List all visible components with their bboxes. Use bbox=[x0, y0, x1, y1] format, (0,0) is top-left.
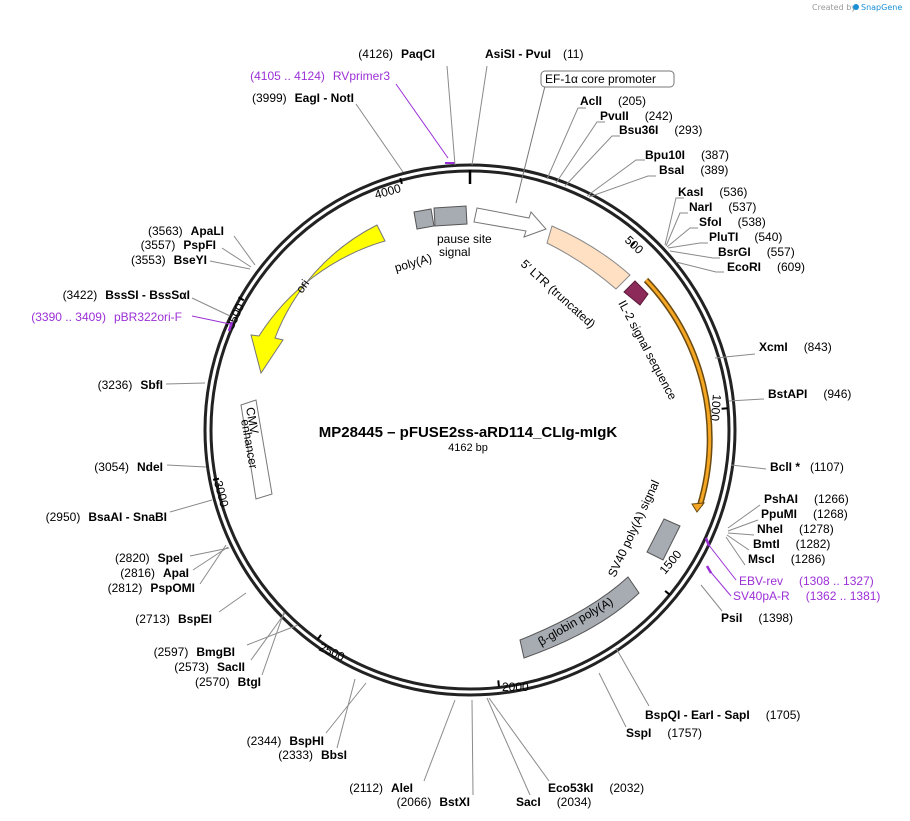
primer-label-sv40pa-r: SV40pA-R(1362 .. 1381) bbox=[733, 589, 880, 603]
enzyme-label-bstapi: BstAPI(946) bbox=[768, 387, 851, 401]
enzyme-label-asisi-pvui: AsiSI - PvuI(11) bbox=[485, 47, 583, 61]
enzyme-label-sacii: (2573)SacII bbox=[174, 660, 245, 674]
enzyme-label-sbfi: (3236)SbfI bbox=[98, 378, 163, 392]
tick-mark bbox=[399, 177, 403, 185]
enzyme-label-bmgbi: (2597)BmgBI bbox=[154, 645, 235, 659]
enzyme-label-bbsi: (2333)BbsI bbox=[278, 748, 347, 762]
primer-labels: (4105 .. 4124)RVprimer3 (3390 .. 3409)pB… bbox=[31, 69, 880, 603]
enzyme-label-sspi: SspI(1757) bbox=[626, 726, 702, 740]
enzyme-label-msci: MscI(1286) bbox=[748, 552, 825, 566]
enzyme-label-eagi-noti: (3999)EagI - NotI bbox=[252, 91, 354, 105]
enzyme-label-eco53ki: Eco53kI(2032) bbox=[548, 781, 644, 795]
enzyme-leader-lines bbox=[165, 65, 767, 796]
tick-2500: 2500 bbox=[317, 640, 347, 664]
feature-pause-site[interactable] bbox=[433, 205, 468, 227]
tick-1000: 1000 bbox=[708, 394, 724, 422]
pause-label-line1: pause site bbox=[437, 232, 492, 246]
enzyme-label-xcmi: XcmI(843) bbox=[759, 340, 832, 354]
enzyme-label-nari: NarI(537) bbox=[689, 200, 756, 214]
enzyme-label-bstxi: (2066)BstXI bbox=[397, 795, 470, 809]
enzyme-label-acli: AclI(205) bbox=[580, 94, 646, 108]
features: EF-1α core promoter 5′ LTR (truncated) I… bbox=[238, 70, 713, 659]
enzyme-label-ecori: EcoRI(609) bbox=[727, 260, 805, 274]
ltr-label: 5′ LTR (truncated) bbox=[518, 257, 598, 331]
feature-ori[interactable] bbox=[250, 224, 386, 375]
primer-mark-pbr322ori-f bbox=[227, 321, 234, 332]
enzyme-label-ndei: (3054)NdeI bbox=[94, 460, 163, 474]
enzyme-label-bsphi: (2344)BspHI bbox=[247, 734, 324, 748]
bglobin-label: β-globin poly(A) bbox=[536, 594, 616, 648]
enzyme-label-spei: (2820)SpeI bbox=[115, 551, 183, 565]
cds-arrowhead bbox=[691, 502, 706, 513]
enzyme-label-btgi: (2570)BtgI bbox=[195, 675, 261, 689]
ef1a-label-box bbox=[540, 70, 675, 88]
enzyme-label-pspfi: (3557)PspFI bbox=[141, 238, 216, 252]
ori-label: ori bbox=[293, 277, 312, 296]
enzyme-label-pluti: PluTI(540) bbox=[709, 230, 782, 244]
cmv-label-line1: CMV bbox=[243, 406, 261, 435]
snapgene-logo-icon bbox=[853, 4, 859, 10]
enzyme-label-pspomi: (2812)PspOMI bbox=[108, 581, 195, 595]
tick-mark bbox=[212, 477, 220, 481]
primer-label-rvprimer3: (4105 .. 4124)RVprimer3 bbox=[250, 69, 390, 83]
tick-3000: 3000 bbox=[211, 479, 232, 509]
sv40-label: SV40 poly(A) signal bbox=[605, 478, 662, 579]
backbone-outer bbox=[203, 163, 737, 697]
enzyme-label-bcli: BclI *(1107) bbox=[770, 460, 844, 474]
enzyme-label-pvuii: PvuII(242) bbox=[600, 109, 673, 123]
enzyme-label-apali: (3563)ApaLI bbox=[148, 224, 224, 238]
enzyme-label-bsaai-snabi: (2950)BsaAI - SnaBI bbox=[46, 510, 167, 524]
tick-mark bbox=[497, 680, 500, 687]
tick-4000: 4000 bbox=[373, 181, 403, 202]
enzyme-label-paqci: (4126)PaqCI bbox=[358, 47, 435, 61]
enzyme-label-bsai: BsaI(389) bbox=[659, 163, 728, 177]
feature-sv40-polya[interactable] bbox=[646, 518, 681, 561]
tick-2000: 2000 bbox=[502, 680, 529, 694]
enzyme-label-saci: SacI(2034) bbox=[516, 795, 591, 809]
enzyme-label-bpu10i: Bpu10I(387) bbox=[645, 148, 729, 162]
enzyme-label-bsrgi: BsrGI(557) bbox=[718, 245, 795, 259]
feature-5ltr[interactable] bbox=[546, 225, 631, 290]
tick-mark bbox=[316, 634, 322, 641]
polya-label: poly(A) bbox=[393, 251, 433, 275]
primer-label-ebv-rev: EBV-rev(1308 .. 1327) bbox=[739, 574, 874, 588]
feature-cmv-enhancer[interactable] bbox=[240, 399, 273, 500]
enzyme-label-apai: (2816)ApaI bbox=[120, 566, 189, 580]
tick-mark bbox=[238, 296, 245, 302]
enzyme-labels: (4126)PaqCI AsiSI - PvuI(11) (3999)EagI … bbox=[46, 47, 852, 809]
feature-polya[interactable] bbox=[413, 208, 435, 230]
enzyme-label-bsu36i: Bsu36I(293) bbox=[619, 123, 702, 137]
pause-label-line2: signal bbox=[439, 245, 470, 259]
credit-prefix: Created by bbox=[812, 3, 856, 12]
tick-mark bbox=[664, 590, 671, 596]
enzyme-label-alei: (2112)AleI bbox=[349, 781, 413, 795]
tick-mark bbox=[721, 407, 728, 410]
primer-label-pbr322ori-f: (3390 .. 3409)pBR322ori-F bbox=[31, 310, 182, 324]
enzyme-label-bspqi-eari-sapi: BspQI - EarI - SapI(1705) bbox=[645, 708, 800, 722]
feature-il2-signal[interactable] bbox=[623, 280, 649, 306]
tick-mark bbox=[630, 241, 636, 248]
plasmid-length: 4162 bp bbox=[448, 442, 488, 454]
plasmid-title: MP28445 – pFUSE2ss-aRD114_CLIg-mIgK bbox=[319, 424, 618, 441]
enzyme-label-nhei: NheI(1278) bbox=[757, 522, 834, 536]
enzyme-label-pshai: PshAI(1266) bbox=[764, 492, 849, 506]
feature-cds[interactable] bbox=[644, 278, 712, 506]
ef1a-label: EF-1α core promoter bbox=[545, 72, 656, 86]
enzyme-label-bmti: BmtI(1282) bbox=[753, 537, 830, 551]
enzyme-label-psii: PsiI(1398) bbox=[721, 611, 793, 625]
ef1a-leader-line bbox=[515, 85, 546, 204]
enzyme-label-bspei: (2713)BspEI bbox=[135, 612, 212, 626]
enzyme-label-ppumi: PpuMI(1268) bbox=[761, 507, 848, 521]
enzyme-label-kasi: KasI(536) bbox=[678, 185, 747, 199]
primer-leader-lines bbox=[191, 83, 737, 597]
enzyme-label-bsssi-bsssai: (3422)BssSI - BssSαI bbox=[63, 288, 190, 302]
enzyme-label-sfoi: SfoI(538) bbox=[699, 215, 766, 229]
feature-ef1a-promoter[interactable] bbox=[473, 207, 547, 238]
feature-bglobin-polya[interactable] bbox=[519, 576, 640, 659]
enzyme-label-bseyi: (3553)BseYI bbox=[131, 253, 207, 267]
credit-brand[interactable]: SnapGene bbox=[861, 3, 902, 12]
